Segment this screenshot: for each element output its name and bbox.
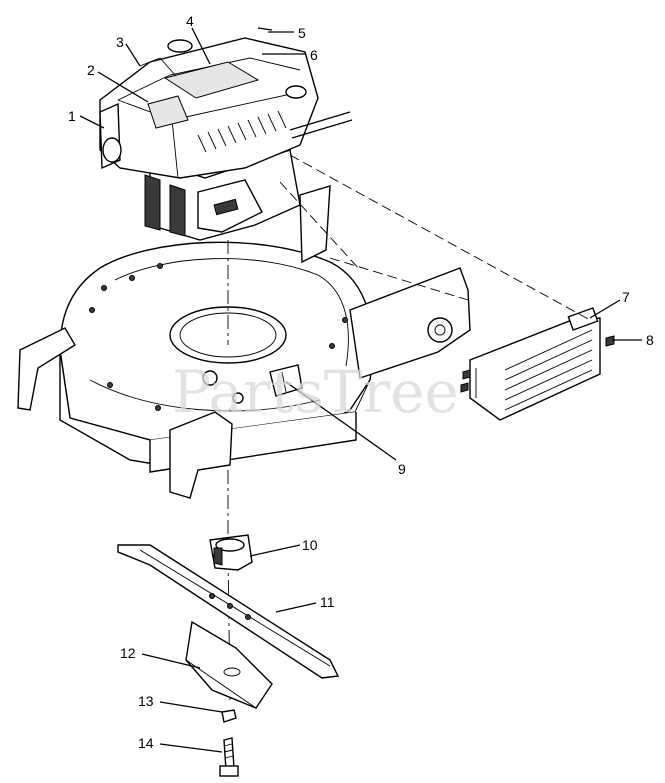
callout-13: 13 (138, 693, 154, 709)
callout-9: 9 (398, 461, 406, 477)
callout-4: 4 (186, 13, 194, 29)
blade-adapter (209, 534, 253, 571)
callout-5: 5 (298, 25, 306, 41)
watermark: PartsTree (172, 358, 459, 426)
leader-lines (79, 27, 642, 753)
callout-8: 8 (646, 332, 654, 348)
blade-bolt (219, 709, 239, 777)
engine-assembly (99, 27, 353, 241)
callout-11: 11 (320, 594, 335, 610)
callout-14: 14 (138, 735, 154, 751)
callout-3: 3 (116, 34, 124, 50)
mower-deck (17, 185, 471, 499)
callout-10: 10 (302, 537, 318, 553)
callout-numbers: 1 2 3 4 5 6 7 8 9 10 11 12 13 14 (68, 13, 654, 751)
callout-7: 7 (622, 289, 630, 305)
callout-6: 6 (310, 47, 318, 63)
blade (117, 544, 340, 679)
rear-deflector (460, 307, 615, 421)
callout-1: 1 (68, 108, 76, 124)
callout-12: 12 (120, 645, 136, 661)
callout-2: 2 (87, 62, 95, 78)
